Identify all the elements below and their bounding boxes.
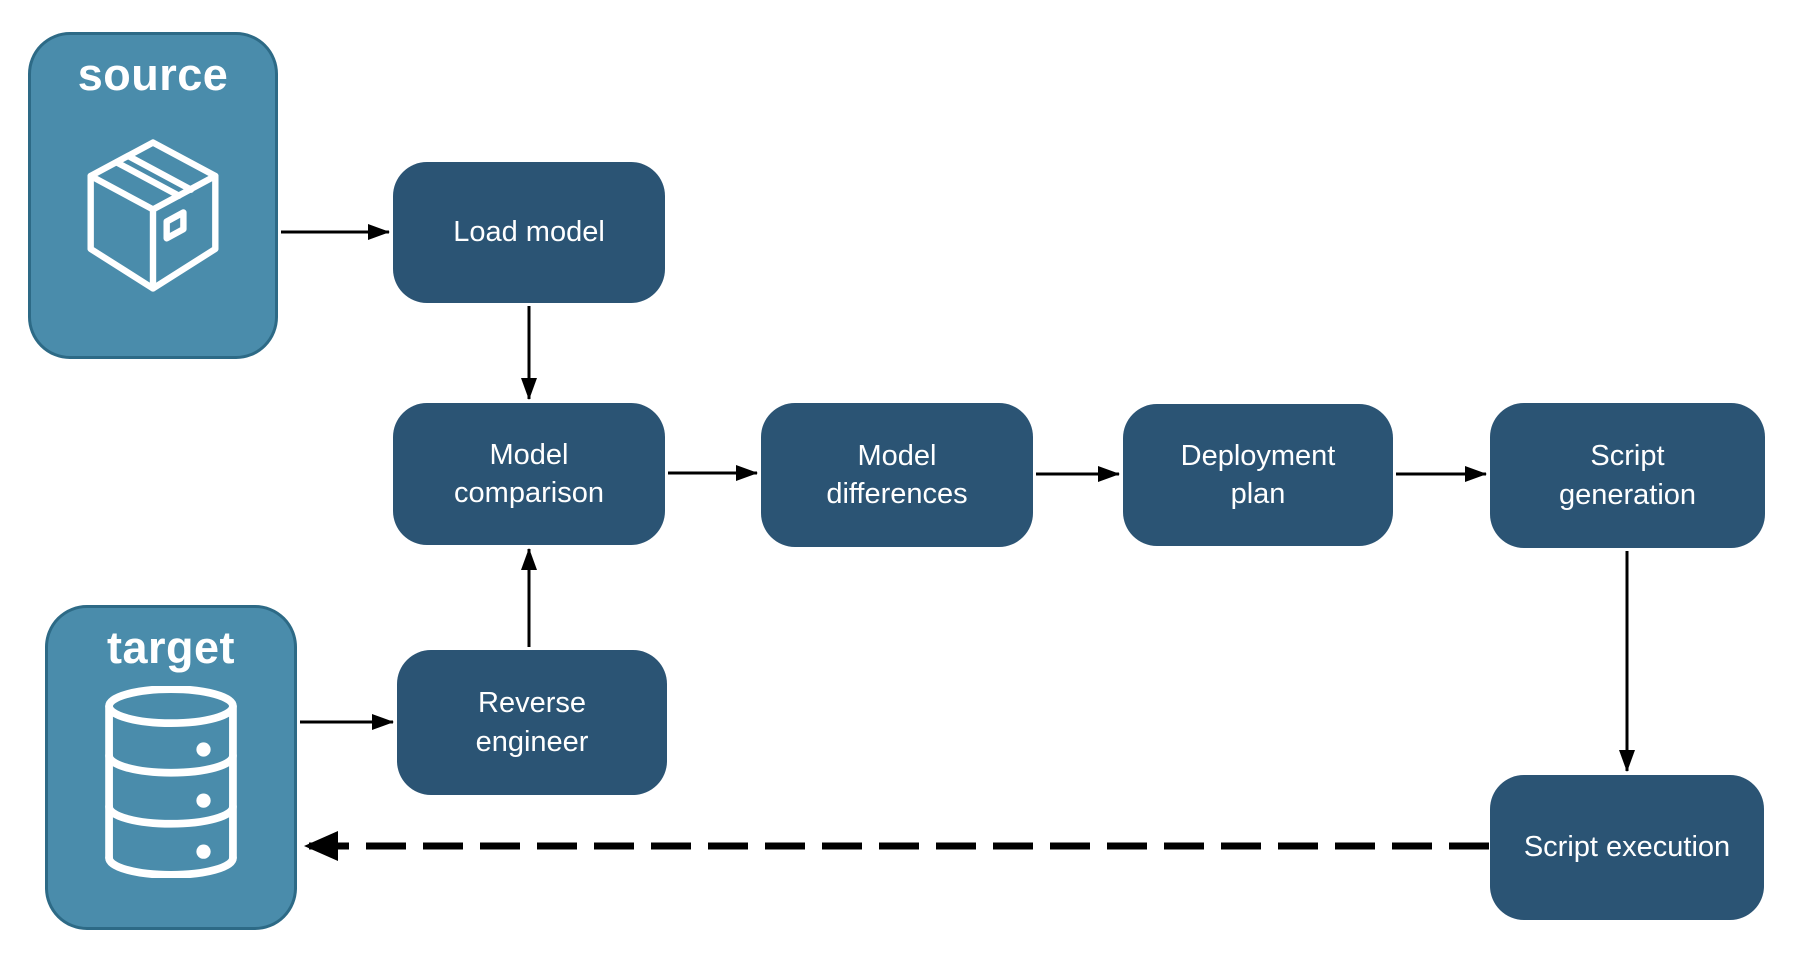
package-icon xyxy=(87,139,219,292)
node-target: target xyxy=(45,605,297,930)
target-label: target xyxy=(106,622,236,673)
node-load-model: Load model xyxy=(393,162,665,303)
node-script-execution: Script execution xyxy=(1490,775,1764,920)
script-generation-label: Script generation xyxy=(1558,440,1697,511)
database-icon xyxy=(105,686,237,878)
script-execution-label: Script execution xyxy=(1523,831,1731,864)
load-model-label: Load model xyxy=(453,216,605,249)
source-label: source xyxy=(77,49,229,100)
node-model-differences: Model differences xyxy=(761,403,1033,547)
deployment-plan-label: Deployment plan xyxy=(1180,439,1336,510)
node-reverse-engineer: Reverse engineer xyxy=(397,650,667,795)
node-script-generation: Script generation xyxy=(1490,403,1765,548)
reverse-engineer-label: Reverse engineer xyxy=(475,687,589,758)
node-source: source xyxy=(28,32,278,359)
model-comparison-label: Model comparison xyxy=(454,438,604,509)
model-differences-label: Model differences xyxy=(826,439,968,510)
node-deployment-plan: Deployment plan xyxy=(1123,404,1393,546)
node-model-comparison: Model comparison xyxy=(393,403,665,545)
